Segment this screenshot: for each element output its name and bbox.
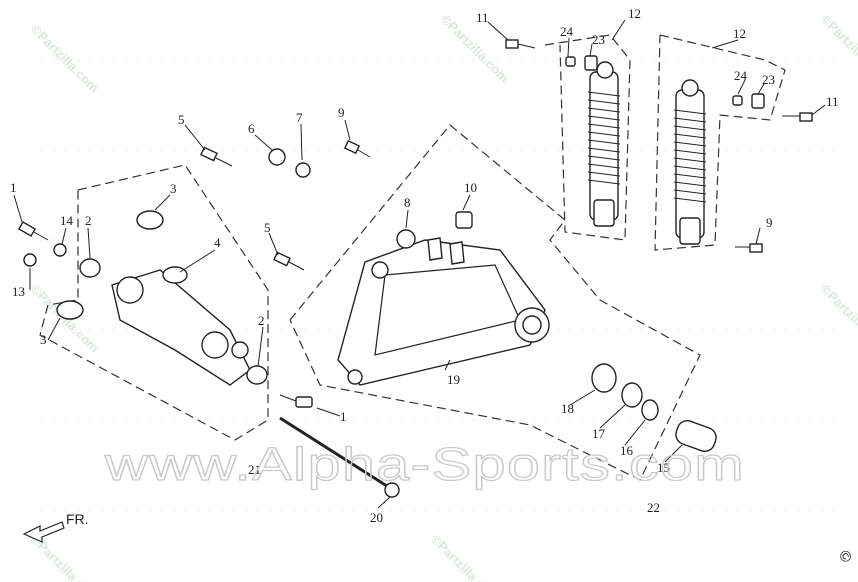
callout-14: 14 — [60, 213, 74, 228]
front-indicator: FR. — [22, 511, 89, 543]
leader-lines — [13, 19, 826, 509]
callout-8: 8 — [404, 195, 411, 210]
callout-5b: 5 — [264, 220, 271, 235]
shock-absorber-right — [673, 79, 707, 245]
svg-text:©Partzilla.com: ©Partzilla.com — [28, 22, 102, 96]
callout-1: 1 — [10, 180, 17, 195]
svg-text:©Partzilla.com: ©Partzilla.com — [818, 12, 858, 86]
callout-24b: 24 — [734, 68, 748, 83]
callout-9b: 9 — [766, 215, 773, 230]
callout-11b: 11 — [826, 94, 839, 109]
callout-7: 7 — [296, 110, 303, 125]
callout-2: 2 — [85, 213, 92, 228]
callout-19: 19 — [447, 372, 460, 387]
callout-9: 9 — [338, 105, 345, 120]
svg-text:©Partzilla.com: ©Partzilla.com — [438, 12, 512, 86]
svg-text:©Partzilla.com: ©Partzilla.com — [428, 532, 502, 582]
front-label: FR. — [66, 511, 89, 527]
callout-3: 3 — [170, 181, 177, 196]
callout-21: 21 — [248, 462, 261, 477]
knuckle — [111, 269, 251, 386]
callout-23b: 23 — [762, 72, 775, 87]
watermark-text: www.Alpha-Sports.com — [104, 438, 745, 490]
callout-labels: 1 1 2 2 3 3 4 5 5 6 7 8 9 9 10 11 11 12 … — [10, 6, 839, 525]
callout-22: 22 — [647, 500, 660, 515]
callout-11: 11 — [476, 10, 489, 25]
callout-15: 15 — [657, 460, 670, 475]
callout-3b: 3 — [40, 332, 47, 347]
callout-20: 20 — [370, 510, 383, 525]
callout-13: 13 — [12, 284, 25, 299]
callout-12b: 12 — [733, 26, 746, 41]
callout-6: 6 — [248, 121, 255, 136]
callout-24: 24 — [560, 24, 574, 39]
callout-16: 16 — [620, 443, 634, 458]
callout-12: 12 — [628, 6, 641, 21]
front-arrow-icon — [22, 521, 65, 543]
callout-23: 23 — [592, 32, 605, 47]
hardware — [17, 39, 813, 498]
callout-17: 17 — [592, 426, 606, 441]
callout-10: 10 — [464, 180, 477, 195]
shock-absorber-left — [587, 61, 621, 227]
a-arm — [337, 237, 550, 386]
callout-2b: 2 — [258, 313, 265, 328]
callout-4: 4 — [214, 235, 221, 250]
callout-18: 18 — [561, 401, 574, 416]
callout-1b: 1 — [340, 409, 347, 424]
corner-copyright: © — [835, 547, 855, 567]
callout-5: 5 — [178, 112, 185, 127]
svg-text:©Partzilla.com: ©Partzilla.com — [818, 282, 858, 356]
